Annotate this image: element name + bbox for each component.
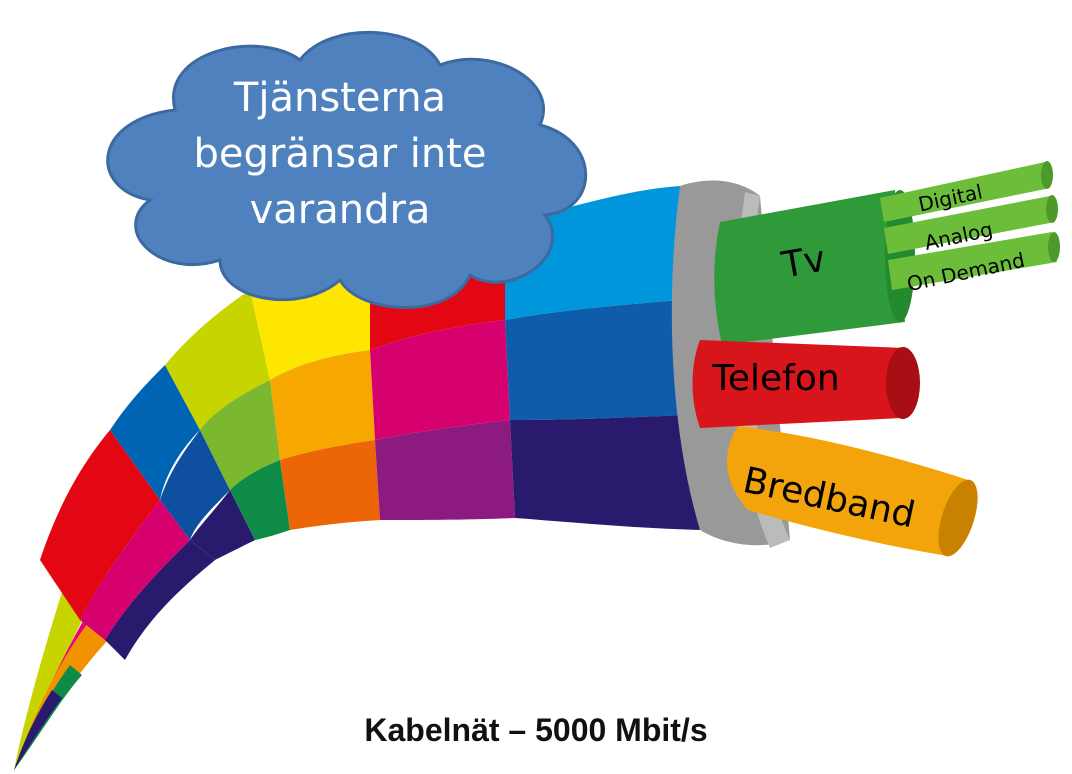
telefon-core bbox=[692, 340, 920, 428]
tv-label: Tv bbox=[778, 238, 829, 287]
telefon-label: Telefon bbox=[712, 358, 840, 399]
tv-subcores bbox=[880, 161, 1060, 290]
bredband-core bbox=[727, 426, 978, 557]
cloud-line-2: begränsar inte bbox=[193, 131, 487, 177]
cable-body bbox=[14, 186, 700, 770]
cloud-shape bbox=[106, 31, 588, 309]
cloud-line-1: Tjänsterna bbox=[233, 75, 447, 121]
cloud-message: Tjänsterna begränsar inte varandra bbox=[150, 70, 530, 238]
cloud-line-3: varandra bbox=[249, 187, 431, 233]
caption-title: Kabelnät – 5000 Mbit/s bbox=[364, 712, 708, 748]
